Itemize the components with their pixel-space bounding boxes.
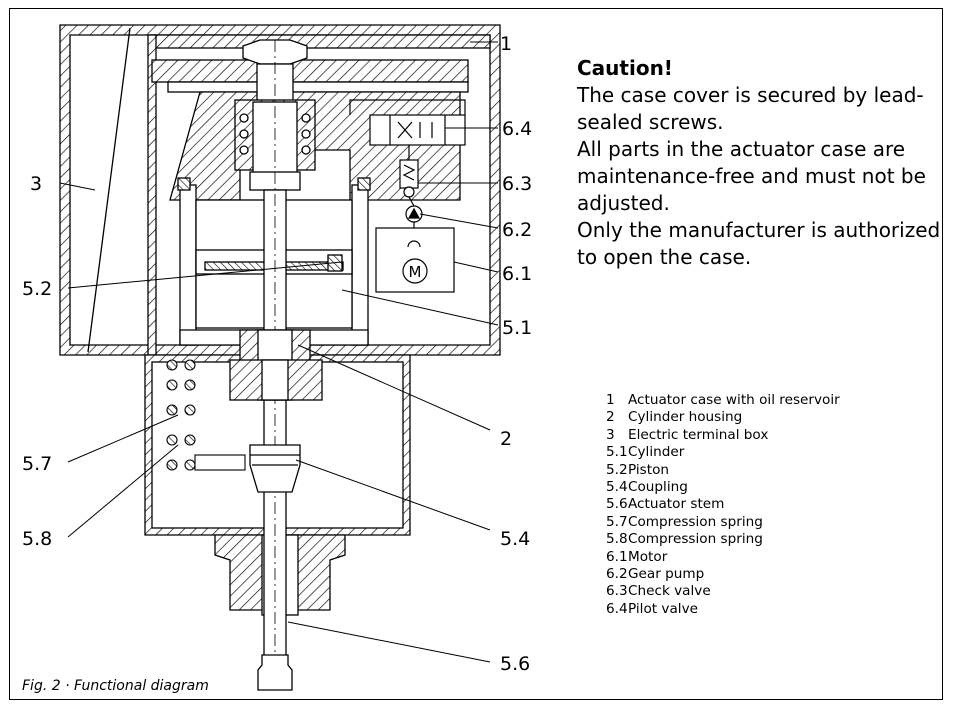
callout-3: 3 [30, 173, 42, 195]
hydraulic-unit: M [349, 99, 466, 293]
legend-label: Cylinder [628, 444, 685, 461]
legend-label: Motor [628, 548, 668, 565]
legend-label: Check valve [628, 583, 711, 600]
legend-number: 5.2 [606, 461, 628, 478]
legend-number: 6.2 [606, 566, 628, 583]
legend-label: Electric terminal box [628, 426, 769, 443]
legend-number: 3 [606, 426, 615, 443]
legend-label: Pilot valve [628, 600, 698, 617]
legend-label: Actuator stem [628, 496, 725, 513]
motor-symbol: M [409, 263, 422, 281]
caution-note: Caution! The case cover is secured by le… [577, 55, 947, 271]
callout-5-8: 5.8 [22, 528, 52, 550]
callout-5-7: 5.7 [22, 453, 52, 475]
legend-label: Compression spring [628, 531, 763, 548]
legend-label: Cylinder housing [628, 409, 743, 426]
compression-springs [166, 359, 246, 471]
legend-label: Actuator case with oil reservoir [628, 392, 840, 408]
leader-lines [59, 41, 499, 663]
legend-label: Compression spring [628, 513, 763, 530]
legend-number: 2 [606, 409, 615, 426]
legend-item: 2 Cylinder housing [606, 409, 840, 426]
callouts: 1 3 6.4 6.3 6.2 6.1 5.2 5.1 2 5.7 5.8 5.… [22, 33, 532, 675]
pilot-valve [369, 114, 466, 146]
callout-5-1: 5.1 [502, 317, 532, 339]
legend-number: 5.7 [606, 513, 628, 530]
legend-number: 5.8 [606, 531, 628, 548]
callout-1: 1 [500, 33, 512, 55]
callout-6-4: 6.4 [502, 118, 532, 140]
callout-5-6: 5.6 [500, 653, 530, 675]
legend-number: 6.3 [606, 583, 628, 600]
callout-5-4: 5.4 [500, 528, 530, 550]
caution-line: The case cover is secured by lead-sealed… [577, 83, 924, 134]
callout-2: 2 [500, 428, 512, 450]
legend-item: 3 Electric terminal box [606, 427, 840, 444]
legend-label: Piston [628, 461, 670, 478]
legend-label: Gear pump [628, 566, 705, 583]
legend-number: 1 [606, 392, 615, 408]
caution-line: Only the manufacturer is authorized to o… [577, 218, 941, 269]
figure-frame [9, 8, 943, 700]
figure-caption: Fig. 2 · Functional diagram [22, 678, 209, 694]
callout-5-2: 5.2 [22, 278, 52, 300]
legend-number: 5.4 [606, 479, 628, 496]
legend-label: Coupling [628, 479, 688, 496]
legend-number: 5.6 [606, 496, 628, 513]
legend-number: 5.1 [606, 444, 628, 461]
legend-item: 1 Actuator case with oil reservoir [606, 392, 840, 409]
callout-6-2: 6.2 [502, 219, 532, 241]
check-valve [399, 159, 419, 189]
stem-assembly [229, 39, 323, 691]
legend-number: 6.4 [606, 600, 628, 617]
callout-6-1: 6.1 [502, 263, 532, 285]
caution-line: All parts in the actuator case are maint… [577, 137, 926, 215]
callout-6-3: 6.3 [502, 173, 532, 195]
caution-title: Caution! [577, 56, 673, 80]
legend-number: 6.1 [606, 548, 628, 565]
